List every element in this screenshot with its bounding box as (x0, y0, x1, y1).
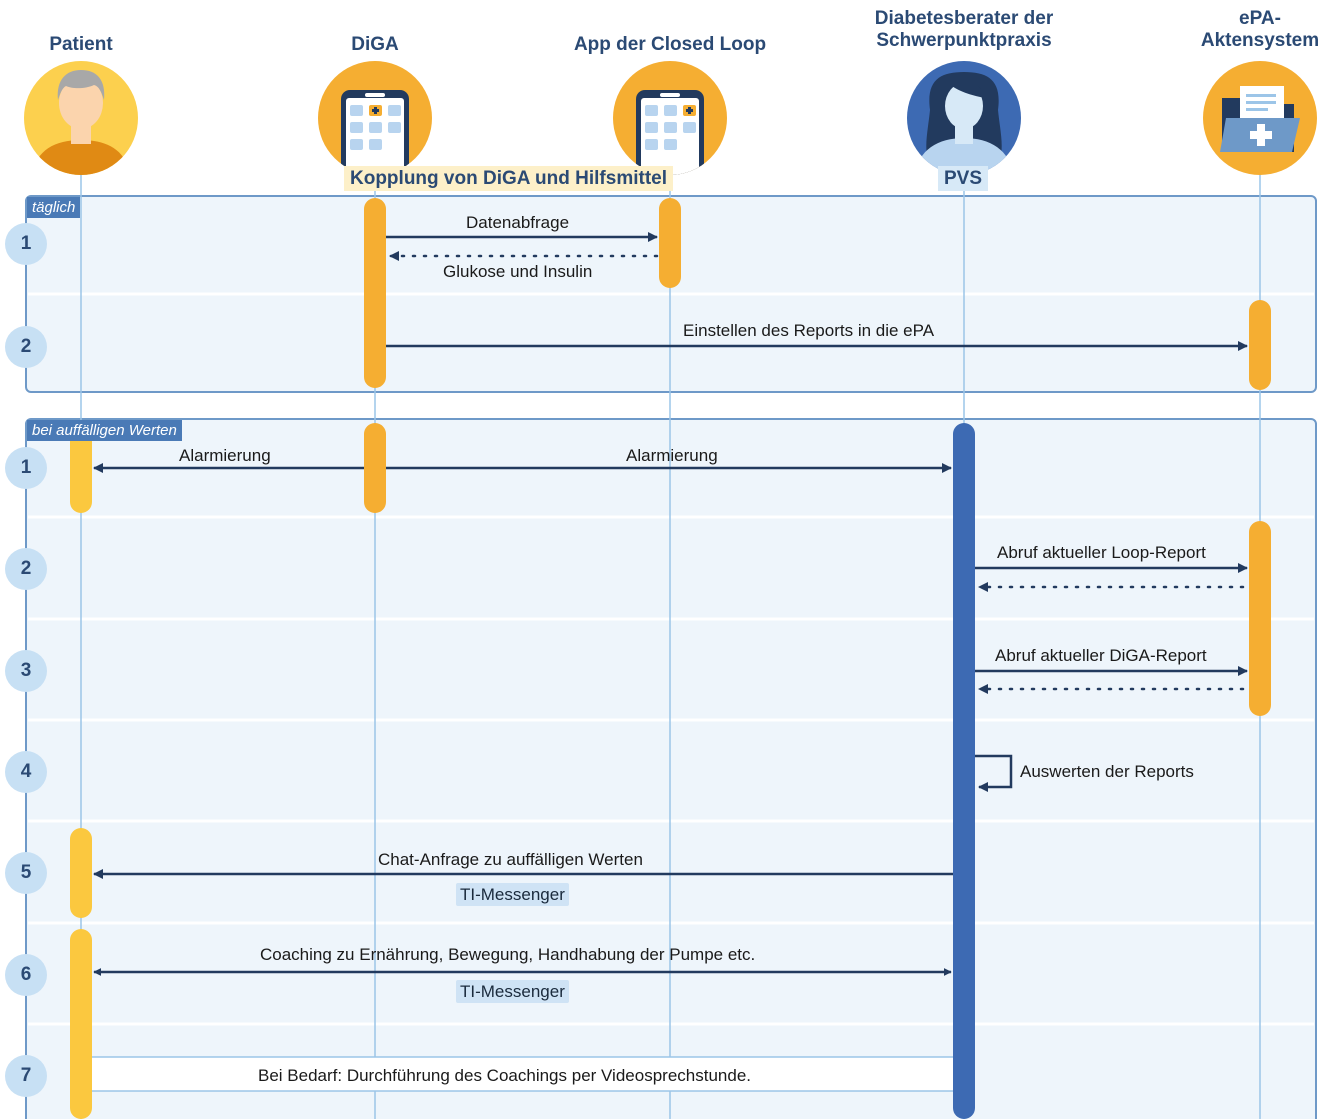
ti-messenger-badge: TI-Messenger (456, 883, 569, 906)
message-label: Chat-Anfrage zu auffälligen Werten (378, 850, 643, 869)
step-number: 1 (5, 223, 47, 265)
step-number: 3 (5, 650, 47, 692)
message-label: Datenabfrage (466, 213, 570, 232)
actor-name-counselor: Diabetesberater der Schwerpunktpraxis (874, 8, 1054, 51)
medical-folder-icon (1203, 61, 1317, 175)
message-label: Einstellen des Reports in die ePA (683, 321, 935, 340)
woman-avatar-icon (907, 61, 1021, 175)
message-arrow-self (975, 754, 1013, 792)
section-label-daily: täglich (27, 197, 81, 218)
step-number: 4 (5, 751, 47, 793)
message-label: Abruf aktueller DiGA-Report (995, 646, 1207, 665)
step-number: 1 (5, 447, 47, 489)
smartphone-app-icon (613, 61, 727, 175)
step-number: 6 (5, 954, 47, 996)
activation-epa (1249, 521, 1271, 716)
step-number: 2 (5, 326, 47, 368)
pvs-tag: PVS (938, 166, 989, 191)
smartphone-app-icon (318, 61, 432, 175)
actor-name-closed-loop: App der Closed Loop (573, 34, 767, 55)
message-label: Alarmierung (179, 446, 271, 465)
message-label: Auswerten der Reports (1020, 762, 1194, 781)
step-number: 7 (5, 1055, 47, 1097)
activation-diga (364, 423, 386, 513)
message-label: Bei Bedarf: Durchführung des Coachings p… (258, 1066, 751, 1085)
actor-name-epa: ePA- Aktensystem (1200, 8, 1320, 51)
message-label: Abruf aktueller Loop-Report (997, 543, 1206, 562)
coupling-label: Kopplung von DiGA und Hilfsmittel (344, 166, 673, 191)
activation-epa (1249, 300, 1271, 390)
actor-name-patient: Patient (49, 34, 113, 55)
message-label: Alarmierung (626, 446, 718, 465)
activation-diga (364, 198, 386, 388)
message-label: Glukose und Insulin (443, 262, 593, 281)
actor-name-diga: DiGA (351, 34, 399, 55)
ti-messenger-badge: TI-Messenger (456, 980, 569, 1003)
activation-patient (70, 929, 92, 1119)
video-consultation-band (85, 1056, 961, 1092)
message-label: Coaching zu Ernährung, Bewegung, Handhab… (260, 945, 756, 964)
step-number: 2 (5, 548, 47, 590)
person-avatar-icon (24, 61, 138, 175)
activation-patient (70, 828, 92, 918)
step-number: 5 (5, 852, 47, 894)
activation-counselor (953, 423, 975, 1119)
activation-patient (70, 423, 92, 513)
section-label-abnormal: bei auffälligen Werten (27, 420, 182, 441)
activation-closed-loop (659, 198, 681, 288)
